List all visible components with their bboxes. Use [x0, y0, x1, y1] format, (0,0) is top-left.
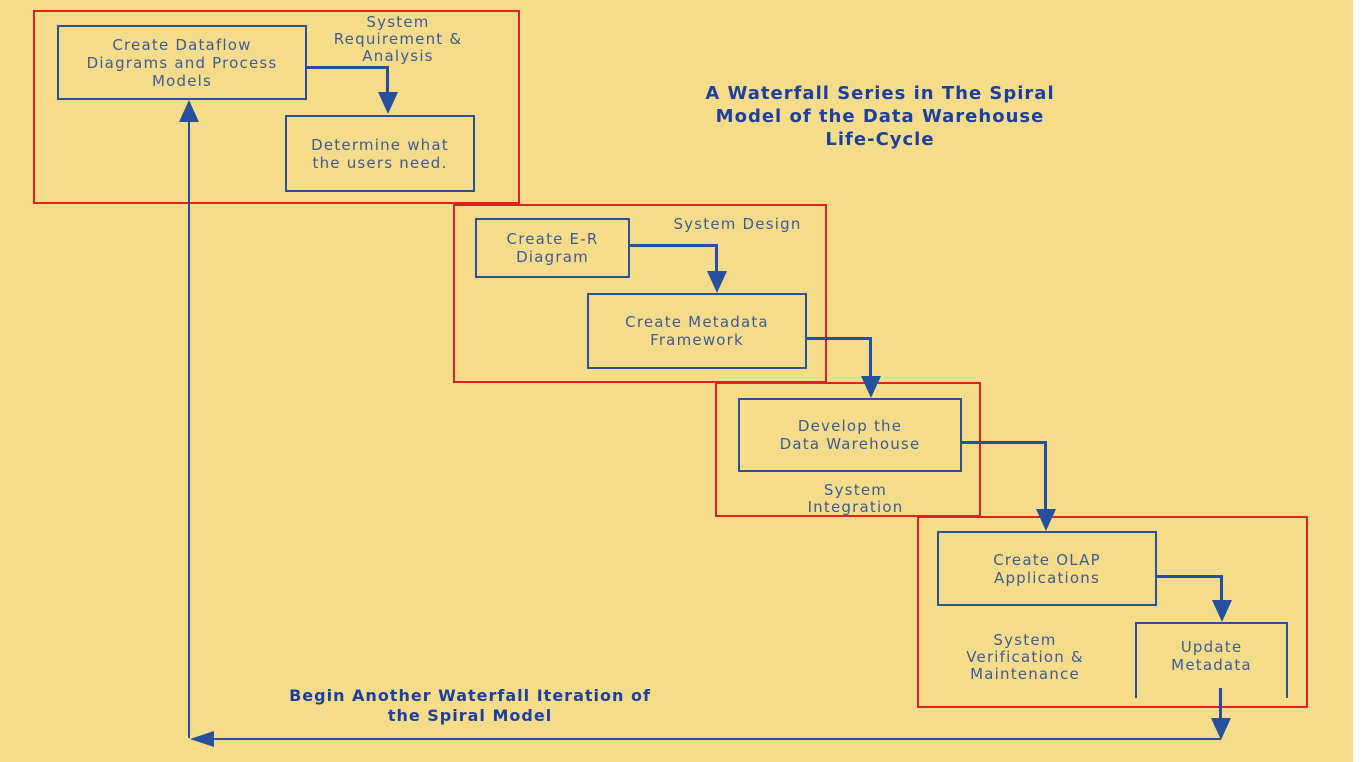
- phase-label-line: System: [993, 631, 1057, 649]
- process-box-determine-needs: Determine what the users need.: [285, 115, 475, 192]
- process-box-label-line: Develop the: [797, 417, 903, 435]
- phase-label-line: System: [366, 13, 430, 31]
- caption-line: the Spiral Model: [387, 706, 553, 725]
- phase-label-system-integration: System Integration: [798, 482, 913, 516]
- caption-line: Begin Another Waterfall Iteration of: [289, 686, 651, 705]
- process-box-label-line: the users need.: [312, 153, 448, 172]
- process-box-label-line: Diagram: [516, 248, 589, 266]
- phase-group-system-integration: [715, 382, 981, 517]
- phase-label-line: System Design: [673, 215, 802, 233]
- phase-label-line: Verification &: [966, 648, 1084, 666]
- diagram-title: A Waterfall Series in The Spiral Model o…: [660, 82, 1100, 151]
- phase-label-system-verification: System Verification & Maintenance: [950, 632, 1100, 683]
- process-box-label-line: Framework: [650, 331, 744, 349]
- process-box-create-er-diagram: Create E-R Diagram: [475, 218, 630, 278]
- process-box-label-line: Determine what: [311, 135, 449, 154]
- arrow-line: [869, 337, 872, 378]
- phase-label-line: Analysis: [362, 47, 434, 65]
- phase-label-line: Requirement &: [333, 30, 463, 48]
- arrow-head-left-icon: [190, 731, 214, 747]
- process-box-create-olap-applications: Create OLAP Applications: [937, 531, 1157, 606]
- arrow-line: [1044, 441, 1047, 509]
- process-box-label-line: Update: [1180, 638, 1243, 656]
- phase-label-line: System: [823, 481, 888, 499]
- diagram-title-line: Life-Cycle: [825, 129, 935, 150]
- phase-group-system-requirement: [33, 10, 520, 204]
- process-box-update-metadata: Update Metadata: [1135, 622, 1288, 698]
- phase-group-system-design: [453, 204, 827, 383]
- arrow-line: [188, 120, 190, 738]
- process-box-label-line: Create Metadata: [625, 313, 769, 331]
- process-box-label-line: Models: [151, 71, 213, 90]
- process-box-label-line: Diagrams and Process: [86, 53, 278, 72]
- phase-group-system-verification: [917, 516, 1308, 708]
- caption-begin-another-iteration: Begin Another Waterfall Iteration of the…: [250, 686, 690, 726]
- process-box-label-line: Create E-R: [506, 230, 599, 248]
- right-margin-strip: [1353, 0, 1365, 762]
- diagram-title-line: A Waterfall Series in The Spiral: [705, 83, 1055, 104]
- process-box-create-metadata-framework: Create Metadata Framework: [587, 293, 807, 369]
- process-box-label-line: Data Warehouse: [779, 435, 921, 453]
- diagram-title-line: Model of the Data Warehouse: [715, 106, 1045, 127]
- phase-label-system-requirement: System Requirement & Analysis: [323, 14, 473, 65]
- phase-label-line: Maintenance: [970, 665, 1080, 683]
- process-box-create-dataflow: Create Dataflow Diagrams and Process Mod…: [57, 25, 307, 100]
- process-box-label-line: Create OLAP: [993, 550, 1101, 569]
- process-box-label-line: Metadata: [1171, 656, 1252, 674]
- process-box-develop-data-warehouse: Develop the Data Warehouse: [738, 398, 962, 472]
- arrow-line: [202, 738, 1221, 740]
- process-box-label-line: Create Dataflow: [112, 35, 252, 54]
- phase-label-line: Integration: [807, 498, 904, 516]
- process-box-label-line: Applications: [993, 568, 1101, 587]
- phase-label-system-design: System Design: [650, 216, 825, 233]
- arrow-head-down-icon: [1211, 718, 1231, 740]
